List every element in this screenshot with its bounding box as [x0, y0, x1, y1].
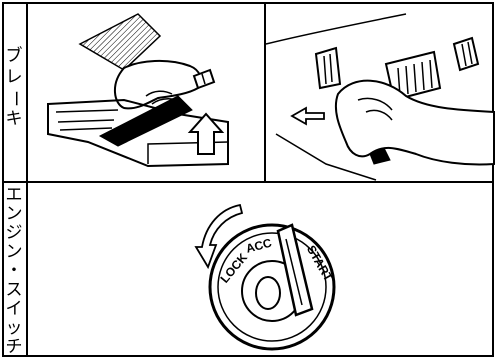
row-divider	[2, 181, 494, 183]
engine-switch-label: エ ン ジ ン ・ ス イ ッ チ	[4, 186, 24, 357]
handbrake-illustration	[28, 4, 264, 180]
brake-label: ブ レ ー キ	[4, 46, 24, 130]
brake-pedal-illustration	[266, 4, 494, 180]
ignition-switch-illustration: LOCK ACC ON START	[180, 195, 360, 355]
